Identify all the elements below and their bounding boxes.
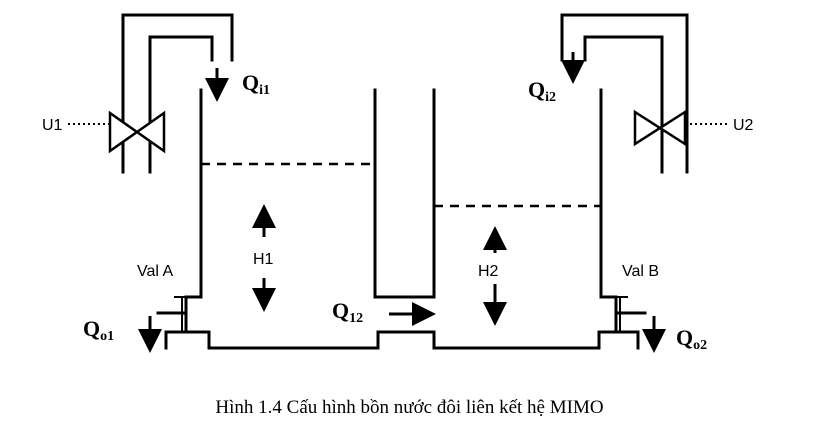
tank-bottom bbox=[184, 295, 618, 350]
qo1-label-main: Q bbox=[83, 316, 100, 341]
right-inlet-pipe-inner bbox=[583, 35, 664, 174]
q12-label-main: Q bbox=[332, 298, 349, 323]
qo2-label-sub: o2 bbox=[693, 338, 707, 353]
qo1-label: Qo1 bbox=[83, 316, 114, 344]
qo2-label: Qo2 bbox=[676, 325, 707, 353]
qi2-label: Qi2 bbox=[528, 77, 556, 105]
h2-label: H2 bbox=[478, 263, 499, 280]
left-inlet-pipe-outer bbox=[121, 13, 234, 174]
q12-label-sub: 12 bbox=[349, 311, 363, 326]
right-outlet-pipe bbox=[614, 330, 640, 350]
h1-label: H1 bbox=[253, 251, 274, 268]
qi2-label-main: Q bbox=[528, 77, 545, 102]
left-outlet-pipe bbox=[164, 330, 188, 350]
qi2-label-sub: i2 bbox=[545, 90, 556, 105]
qo1-label-sub: o1 bbox=[100, 329, 114, 344]
val-b-label: Val B bbox=[622, 263, 659, 280]
right-inlet-pipe-outer bbox=[560, 13, 689, 174]
valve-u2-icon bbox=[633, 109, 687, 147]
qo2-label-main: Q bbox=[676, 325, 693, 350]
valve-u1-icon bbox=[108, 110, 166, 154]
qi1-label-main: Q bbox=[242, 70, 259, 95]
figure-caption: Hình 1.4 Cấu hình bồn nước đôi liên kết … bbox=[215, 397, 604, 418]
qi1-label-sub: i1 bbox=[259, 83, 270, 98]
qi1-label: Qi1 bbox=[242, 70, 270, 98]
left-inlet-pipe-inner bbox=[148, 35, 214, 174]
val-a-label: Val A bbox=[137, 263, 174, 280]
u1-label: U1 bbox=[42, 117, 63, 134]
q12-label: Q12 bbox=[332, 298, 363, 326]
u2-label: U2 bbox=[733, 117, 754, 134]
